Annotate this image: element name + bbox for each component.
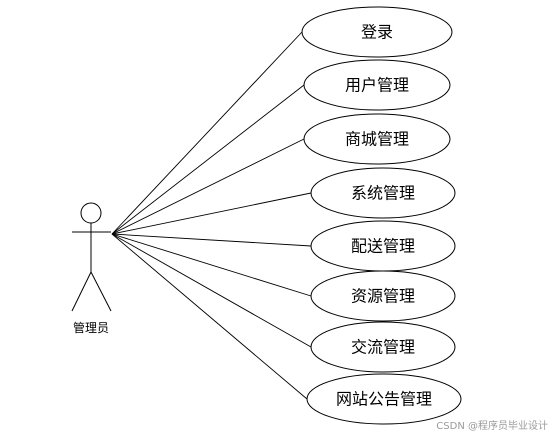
use-case-label: 交流管理 <box>351 338 415 357</box>
use-case-ellipse <box>301 6 453 58</box>
use-case: 配送管理 <box>310 220 456 272</box>
use-case: 商城管理 <box>303 113 451 165</box>
use-case-ellipse <box>303 113 451 165</box>
association-line <box>111 84 305 235</box>
association-line <box>111 233 312 348</box>
association-line <box>111 31 303 235</box>
use-case: 用户管理 <box>303 59 451 111</box>
use-case-ellipse <box>310 270 456 322</box>
use-case: 登录 <box>301 6 453 58</box>
actor-left-leg <box>71 271 92 312</box>
use-case-label: 用户管理 <box>345 76 409 95</box>
use-case-label: 配送管理 <box>351 237 415 256</box>
use-case-ellipse <box>310 167 456 219</box>
use-case-label: 网站公告管理 <box>336 390 432 409</box>
use-case: 网站公告管理 <box>306 373 462 425</box>
use-case-label: 登录 <box>361 23 393 42</box>
use-case-label: 商城管理 <box>345 130 409 149</box>
use-case-ellipse <box>303 59 451 111</box>
association-line <box>111 192 312 235</box>
use-case: 系统管理 <box>310 167 456 219</box>
actor-admin: 管理员 <box>71 202 112 335</box>
association-lines <box>111 31 312 400</box>
use-case: 交流管理 <box>310 321 456 373</box>
association-line <box>111 233 308 400</box>
actor-right-leg <box>90 271 112 312</box>
use-case-ellipse <box>310 321 456 373</box>
use-case-label: 资源管理 <box>351 287 415 306</box>
use-case-label: 系统管理 <box>351 184 415 203</box>
association-line <box>111 138 305 235</box>
actor-label: 管理员 <box>73 320 109 335</box>
actor-head <box>80 202 102 224</box>
association-line <box>111 233 312 247</box>
use-case-ellipse <box>306 373 462 425</box>
use-case: 资源管理 <box>310 270 456 322</box>
association-line <box>111 233 312 297</box>
watermark: CSDN @程序员毕业设计 <box>436 421 548 432</box>
